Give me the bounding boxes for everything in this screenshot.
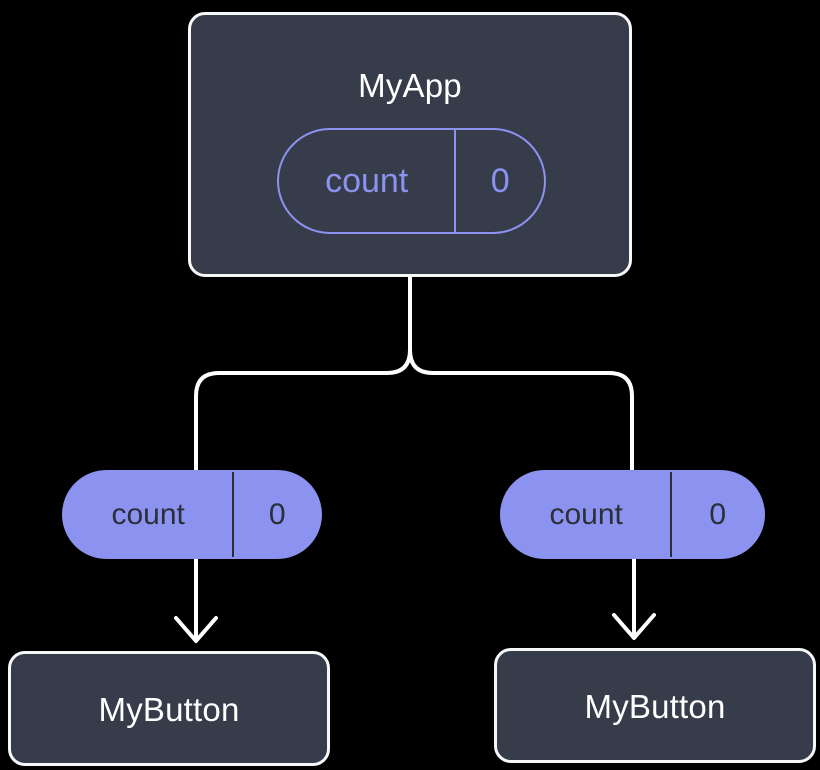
connector-branch-right xyxy=(408,348,634,472)
arrow-head-left xyxy=(174,616,218,643)
component-title-mybutton: MyButton xyxy=(98,691,240,728)
component-title-myapp: MyApp xyxy=(358,67,462,104)
component-node-mybutton-right[interactable]: MyButton xyxy=(494,648,816,763)
state-pill-value: 0 xyxy=(454,130,544,232)
state-pill-myapp-count[interactable]: count 0 xyxy=(277,128,546,234)
state-pill-value: 0 xyxy=(232,472,320,557)
state-pill-right-count[interactable]: count 0 xyxy=(500,470,765,559)
state-pill-name: count xyxy=(111,497,185,531)
component-title-mybutton: MyButton xyxy=(584,688,726,725)
component-node-mybutton-left[interactable]: MyButton xyxy=(8,651,330,766)
arrow-head-right xyxy=(612,613,656,640)
state-pill-name: count xyxy=(325,162,409,200)
state-pill-left-count[interactable]: count 0 xyxy=(62,470,322,559)
state-pill-name: count xyxy=(549,497,623,531)
connector-trunk-split xyxy=(194,275,412,472)
state-pill-value: 0 xyxy=(670,472,763,557)
